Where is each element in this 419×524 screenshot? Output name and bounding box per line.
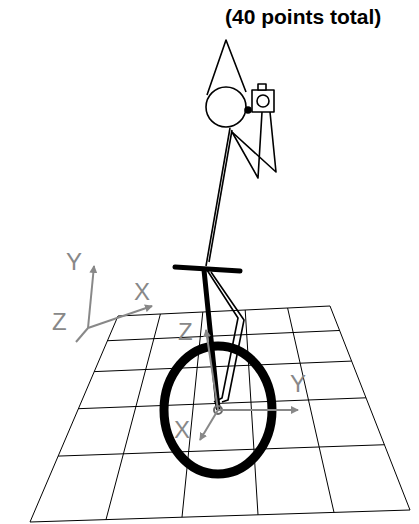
axis-label: Z bbox=[178, 320, 193, 344]
axis-label: Z bbox=[52, 310, 67, 334]
axis-label: Y bbox=[66, 250, 82, 274]
title: (40 points total) bbox=[225, 6, 381, 27]
axis-label: Y bbox=[290, 372, 306, 396]
world-frame bbox=[76, 266, 152, 342]
floor-grid bbox=[30, 306, 410, 522]
axis-label: X bbox=[174, 418, 190, 442]
stick-rider bbox=[206, 40, 276, 402]
axis-label: X bbox=[134, 280, 150, 304]
wheel-frame bbox=[200, 330, 298, 440]
